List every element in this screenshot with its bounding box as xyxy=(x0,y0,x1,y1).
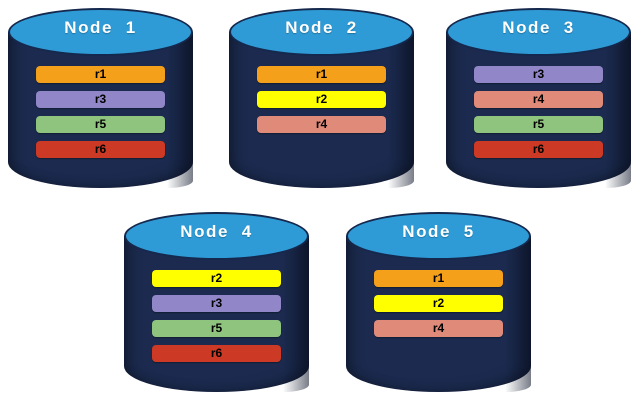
record-bar-r6[interactable]: r6 xyxy=(36,141,165,158)
record-bar-r1[interactable]: r1 xyxy=(257,66,386,83)
database-node-1[interactable]: Node 1 r1 r3 r5 r6 xyxy=(8,8,193,188)
record-bar-r1[interactable]: r1 xyxy=(36,66,165,83)
record-bar-r2[interactable]: r2 xyxy=(152,270,281,287)
node-label: Node 2 xyxy=(285,18,358,37)
cylinder-top-ellipse xyxy=(124,212,309,260)
record-bar-r5[interactable]: r5 xyxy=(152,320,281,337)
record-bar-r3[interactable]: r3 xyxy=(36,91,165,108)
cylinder-top-ellipse xyxy=(229,8,414,56)
record-bar-r4[interactable]: r4 xyxy=(474,91,603,108)
record-list: r1 r2 r4 xyxy=(257,66,386,133)
node-label: Node 4 xyxy=(180,222,253,241)
record-bar-r3[interactable]: r3 xyxy=(152,295,281,312)
record-list: r1 r3 r5 r6 xyxy=(36,66,165,158)
record-list: r2 r3 r5 r6 xyxy=(152,270,281,362)
database-node-3[interactable]: Node 3 r3 r4 r5 r6 xyxy=(446,8,631,188)
database-node-4[interactable]: Node 4 r2 r3 r5 r6 xyxy=(124,212,309,392)
cylinder-top-ellipse xyxy=(346,212,531,260)
cylinder-body xyxy=(446,32,631,188)
node-label: Node 3 xyxy=(502,18,575,37)
record-list: r3 r4 r5 r6 xyxy=(474,66,603,158)
record-bar-r5[interactable]: r5 xyxy=(36,116,165,133)
record-bar-r6[interactable]: r6 xyxy=(152,345,281,362)
cylinder-top-ellipse xyxy=(8,8,193,56)
node-label: Node 5 xyxy=(402,222,475,241)
cylinder-body xyxy=(229,32,414,188)
cylinder-body xyxy=(124,236,309,392)
record-bar-r6[interactable]: r6 xyxy=(474,141,603,158)
record-bar-r4[interactable]: r4 xyxy=(257,116,386,133)
cylinder-body xyxy=(346,236,531,392)
database-cylinder-icon xyxy=(124,212,309,392)
database-node-5[interactable]: Node 5 r1 r2 r4 xyxy=(346,212,531,392)
database-node-2[interactable]: Node 2 r1 r2 r4 xyxy=(229,8,414,188)
record-bar-r2[interactable]: r2 xyxy=(374,295,503,312)
record-bar-r3[interactable]: r3 xyxy=(474,66,603,83)
cylinder-body xyxy=(8,32,193,188)
record-bar-r4[interactable]: r4 xyxy=(374,320,503,337)
record-bar-r1[interactable]: r1 xyxy=(374,270,503,287)
cylinder-top-ellipse xyxy=(446,8,631,56)
record-bar-r5[interactable]: r5 xyxy=(474,116,603,133)
record-list: r1 r2 r4 xyxy=(374,270,503,337)
node-label: Node 1 xyxy=(64,18,137,37)
record-bar-r2[interactable]: r2 xyxy=(257,91,386,108)
